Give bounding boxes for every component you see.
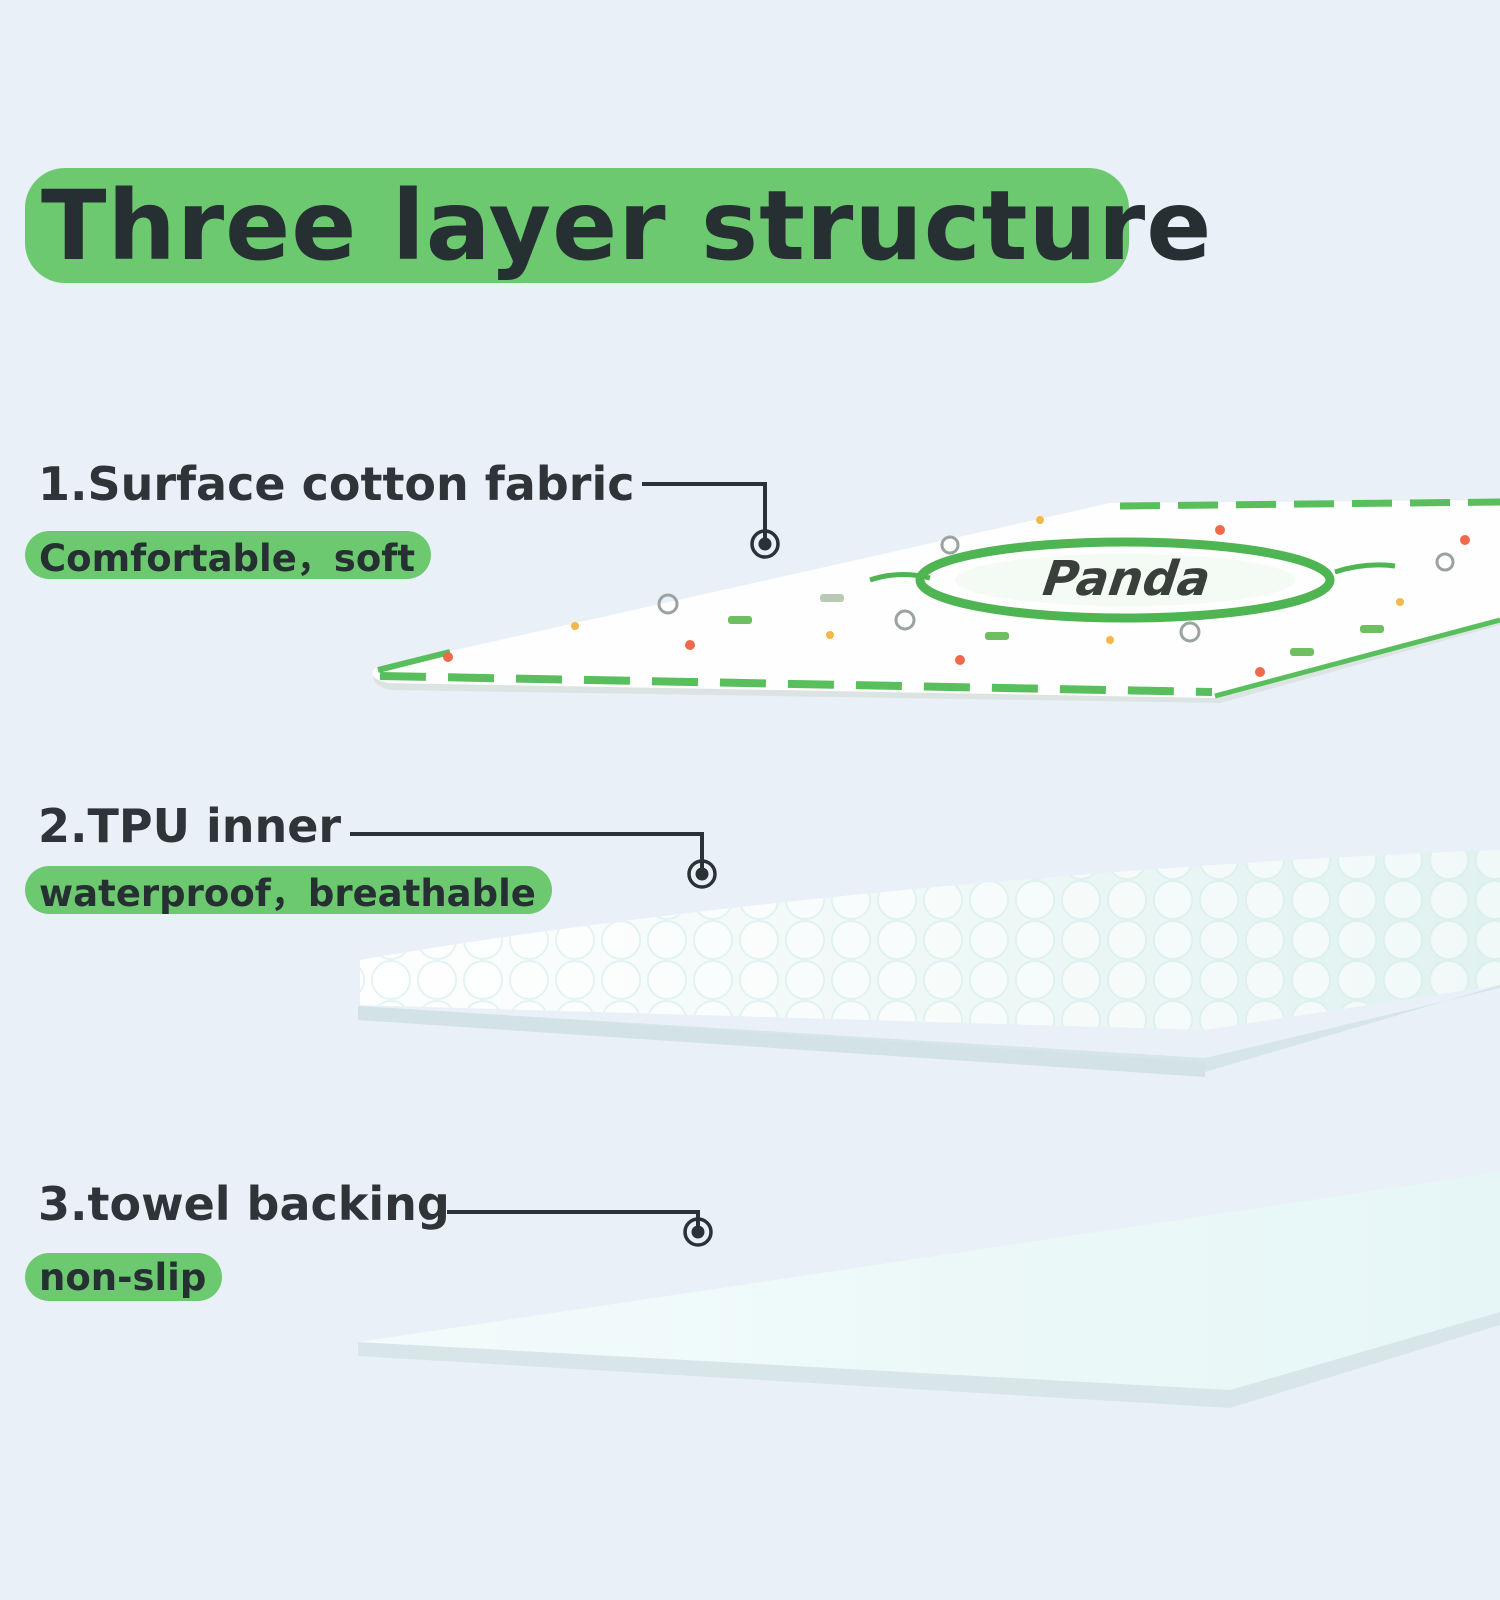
- layer-1-feature-badge: Comfortable，soft: [25, 531, 432, 580]
- layer-3-feature-badge: non-slip: [25, 1253, 223, 1301]
- connector-layer-1: [642, 482, 767, 543]
- layer-3-feature-text: non-slip: [39, 1255, 207, 1299]
- layer-2-feature-badge: waterproof，breathable: [25, 866, 552, 915]
- page-title: Three layer structure: [41, 169, 1213, 282]
- title-banner: Three layer structure: [25, 168, 1211, 283]
- connector-dots: [683, 529, 780, 1247]
- fabric-print-motifs: [443, 516, 1470, 677]
- layer-1-feature-text: Comfortable，soft: [39, 537, 416, 580]
- layer-2-feature-text: waterproof，breathable: [39, 872, 536, 915]
- fabric-brand-print: Panda: [1034, 550, 1220, 607]
- connector-layer-3: [447, 1210, 700, 1230]
- towel-backing-sheet: [358, 1172, 1500, 1408]
- surface-fabric-sheet: [372, 498, 1500, 703]
- layer-2-label: 2.TPU inner: [38, 799, 342, 853]
- layer-3-label: 3.towel backing: [38, 1177, 450, 1231]
- layer-1-label: 1.Surface cotton fabric: [38, 457, 635, 511]
